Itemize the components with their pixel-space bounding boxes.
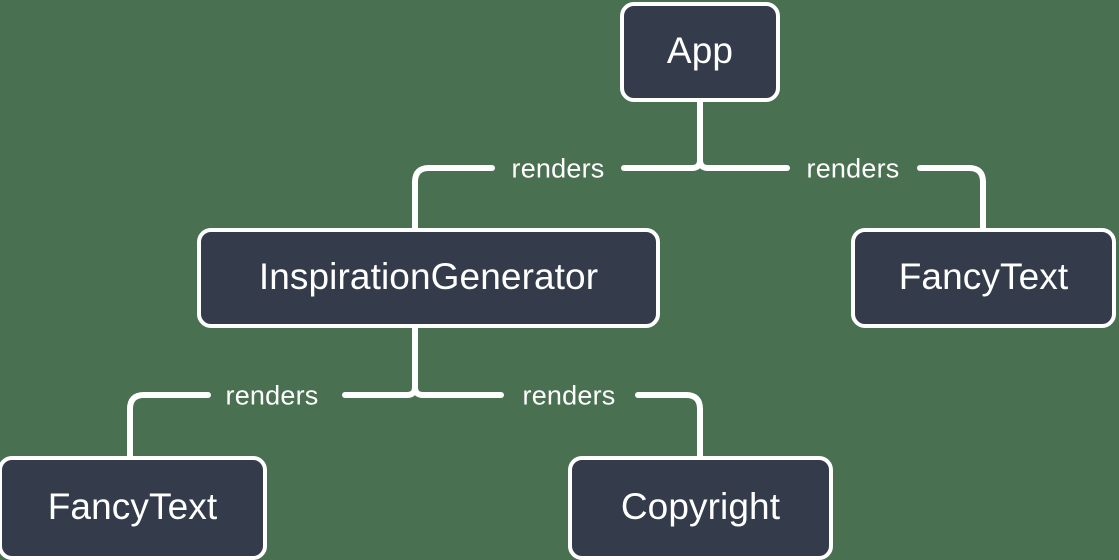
edge-inspgen-trunk [412,325,426,398]
node-copyright-label: Copyright [620,486,781,527]
edge-label-inspiration-generator-to-copyright: renders [522,380,616,411]
node-fancy-text-bottom-left[interactable]: FancyText [0,456,267,560]
edge-ig-fancy-elbow [127,392,147,459]
node-inspiration-generator-label: InspirationGenerator [258,256,599,297]
edge-app-inspgen-elbow [412,165,432,231]
edge-label-app-to-inspiration-generator: renders [511,153,605,184]
edge-label-inspiration-generator-to-fancy-text: renders [225,380,319,411]
node-copyright[interactable]: Copyright [568,456,833,560]
node-fancy-text-bottom-left-label: FancyText [47,486,218,527]
edge-label-app-to-fancy-text: renders [806,153,900,184]
node-app[interactable]: App [620,2,780,102]
node-fancy-text-right-label: FancyText [898,256,1069,297]
edge-app-trunk-left-fillet [689,157,703,171]
node-fancy-text-right[interactable]: FancyText [851,228,1116,328]
edge-ig-copyright-elbow [683,392,703,459]
edge-inspgen-trunk-left-fillet [404,384,418,398]
edge-app-trunk [697,99,711,171]
node-inspiration-generator[interactable]: InspirationGenerator [197,228,660,328]
node-app-label: App [666,30,734,71]
edge-app-fancy-elbow [966,165,986,231]
